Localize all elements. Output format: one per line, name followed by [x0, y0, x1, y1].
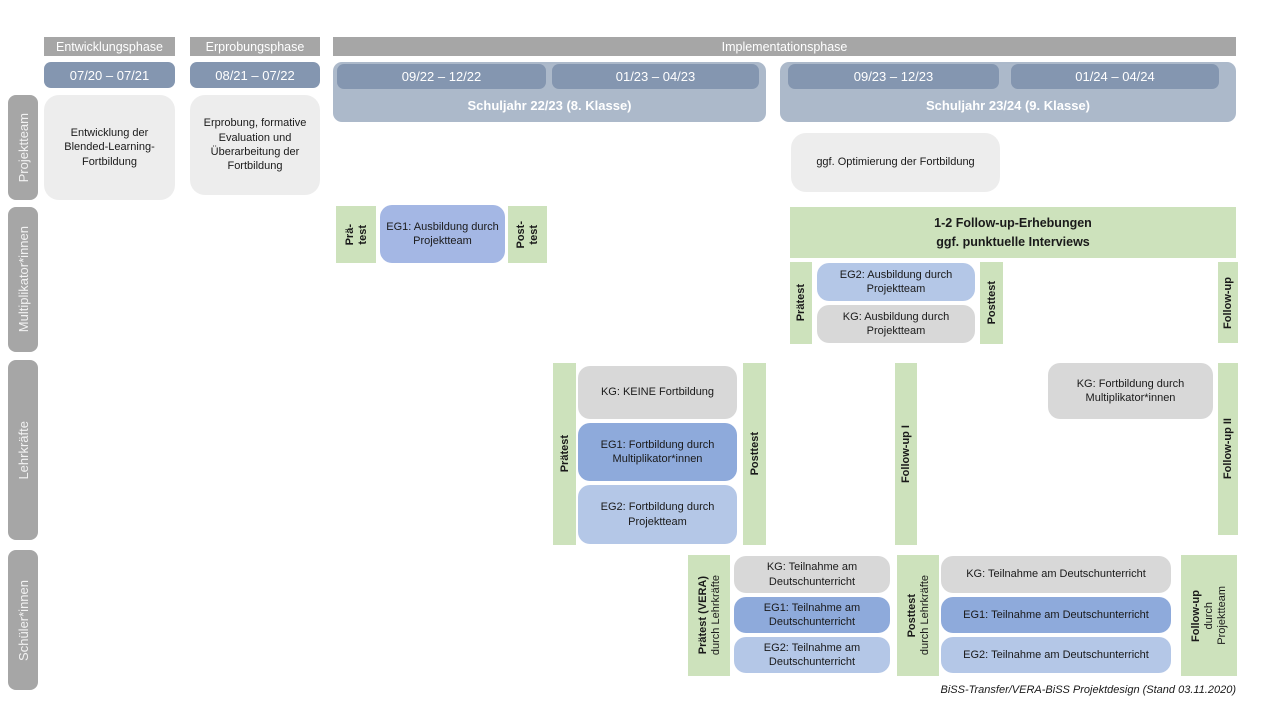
task-eg1-teilnahme-deutschunterricht-2: EG1: Teilnahme am Deutschunterricht — [941, 597, 1171, 633]
row-label-multiplikatorinnen: Multiplikator*innen — [8, 207, 38, 352]
period-09-23: 09/23 – 12/23 — [788, 64, 999, 89]
measure-praetest-multiplikatoren-1: Prä- test — [336, 206, 376, 263]
measure-praetest-multiplikatoren-2: Prätest — [790, 262, 812, 344]
task-kg-ausbildung-projektteam: KG: Ausbildung durch Projektteam — [817, 305, 975, 343]
measure-posttest-multiplikatoren-1: Post- test — [508, 206, 547, 263]
measure-posttest-schueler: Posttest durch Lehrkräfte — [897, 555, 939, 676]
task-eg1-fortbildung-multiplikatoren: EG1: Fortbildung durch Multiplikator*inn… — [578, 423, 737, 481]
measure-followup-multiplikatoren: Follow-up — [1218, 262, 1238, 343]
measure-followup-2-lehrkraefte: Follow-up II — [1218, 363, 1238, 535]
task-eg2-teilnahme-deutschunterricht-2: EG2: Teilnahme am Deutschunterricht — [941, 637, 1171, 673]
task-optimierung-fortbildung: ggf. Optimierung der Fortbildung — [791, 133, 1000, 192]
task-kg-keine-fortbildung: KG: KEINE Fortbildung — [578, 366, 737, 419]
task-erprobung-evaluation: Erprobung, formative Evaluation und Über… — [190, 95, 320, 195]
task-kg-teilnahme-deutschunterricht-2: KG: Teilnahme am Deutschunterricht — [941, 556, 1171, 593]
measure-posttest-multiplikatoren-2: Posttest — [980, 262, 1003, 344]
task-kg-fortbildung-multiplikatoren: KG: Fortbildung durch Multiplikator*inne… — [1048, 363, 1213, 419]
task-entwicklung-fortbildung: Entwicklung der Blended-Learning-Fortbil… — [44, 95, 175, 200]
measure-praetest-lehrkraefte: Prätest — [553, 363, 576, 545]
phase-bar-implementationsphase: Implementationsphase — [333, 37, 1236, 56]
task-eg2-ausbildung-projektteam: EG2: Ausbildung durch Projektteam — [817, 263, 975, 301]
phase-bar-entwicklungsphase: Entwicklungsphase — [44, 37, 175, 56]
period-09-22: 09/22 – 12/22 — [337, 64, 546, 89]
period-01-23: 01/23 – 04/23 — [552, 64, 759, 89]
period-08-21: 08/21 – 07/22 — [190, 62, 320, 88]
measure-followup-1-lehrkraefte: Follow-up I — [895, 363, 917, 545]
measure-posttest-lehrkraefte: Posttest — [743, 363, 766, 545]
schoolyear-label-23-24: Schuljahr 23/24 (9. Klasse) — [925, 98, 1091, 113]
task-kg-teilnahme-deutschunterricht-1: KG: Teilnahme am Deutschunterricht — [734, 556, 890, 593]
measure-followup-schueler: Follow-up durch Projektteam — [1181, 555, 1237, 676]
measure-praetest-vera-schueler: Prätest (VERA) durch Lehrkräfte — [688, 555, 730, 676]
row-label-lehrkraefte: Lehrkräfte — [8, 360, 38, 540]
schoolyear-label-22-23: Schuljahr 22/23 (8. Klasse) — [467, 98, 632, 113]
row-label-projektteam: Projektteam — [8, 95, 38, 200]
task-eg2-fortbildung-projektteam: EG2: Fortbildung durch Projektteam — [578, 485, 737, 544]
row-label-schuelerinnen: Schüler*innen — [8, 550, 38, 690]
task-eg2-teilnahme-deutschunterricht-1: EG2: Teilnahme am Deutschunterricht — [734, 637, 890, 673]
task-eg1-ausbildung-projektteam: EG1: Ausbildung durch Projektteam — [380, 205, 505, 263]
measure-followup-erhebungen: 1-2 Follow-up-Erhebungen ggf. punktuelle… — [790, 207, 1236, 258]
phase-bar-erprobungsphase: Erprobungsphase — [190, 37, 320, 56]
footer-caption: BiSS-Transfer/VERA-BiSS Projektdesign (S… — [940, 684, 1236, 696]
task-eg1-teilnahme-deutschunterricht-1: EG1: Teilnahme am Deutschunterricht — [734, 597, 890, 633]
period-07-20: 07/20 – 07/21 — [44, 62, 175, 88]
period-01-24: 01/24 – 04/24 — [1011, 64, 1219, 89]
